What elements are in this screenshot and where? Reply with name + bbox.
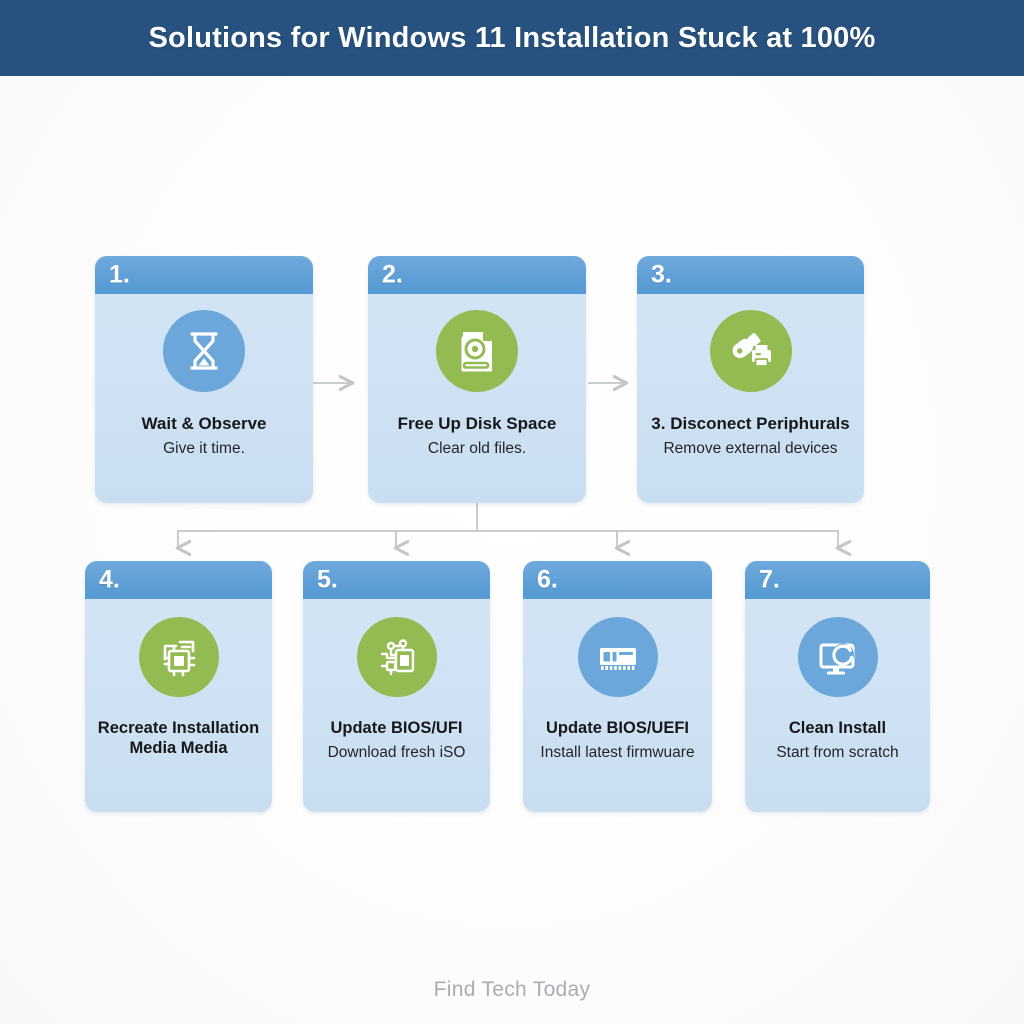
card-body: 3. Disconect Periphurals Remove external…	[637, 294, 864, 503]
monitor-refresh-icon	[797, 617, 878, 697]
card-body: Clean Install Start from scratch	[745, 599, 930, 812]
card-title: 3. Disconect Periphurals	[651, 414, 850, 433]
card-body: Recreate Installation Media Media	[85, 599, 272, 812]
card-subtitle: Remove external devices	[663, 440, 838, 458]
card-body: Update BIOS/UEFI Install latest firmwuar…	[523, 599, 712, 812]
header-bar: Solutions for Windows 11 Installation St…	[0, 0, 1024, 76]
card-subtitle: Give it time.	[163, 440, 245, 458]
card-header: 3.	[637, 256, 864, 294]
card-subtitle: Start from scratch	[776, 743, 899, 761]
step-number: 1.	[109, 260, 130, 289]
hourglass-icon	[163, 310, 245, 392]
branch-connector	[178, 502, 838, 548]
card-title: Update BIOS/UEFI	[545, 719, 689, 737]
card-header: 1.	[95, 256, 313, 294]
step-number: 4.	[99, 565, 120, 594]
card-step-7[interactable]: 7. Clean Install Start from scratch	[745, 561, 930, 812]
card-body: Wait & Observe Give it time.	[95, 294, 313, 503]
usb-printer-icon	[709, 310, 792, 392]
card-title: Recreate Installation Media Media	[97, 719, 260, 757]
circuit-board-icon	[356, 617, 437, 697]
card-title: Clean Install	[788, 719, 887, 737]
card-header: 4.	[85, 561, 272, 599]
card-header: 7.	[745, 561, 930, 599]
step-number: 2.	[382, 260, 403, 289]
card-step-4[interactable]: 4. Recreate Installation Media Media	[85, 561, 272, 812]
footer-watermark: Find Tech Today	[433, 978, 591, 1001]
step-number: 6.	[537, 565, 558, 594]
card-subtitle: Install latest firmwuare	[540, 743, 695, 761]
step-number: 5.	[317, 565, 338, 594]
card-step-1[interactable]: 1. Wait & Observe Give it time.	[95, 256, 313, 503]
memory-module-icon	[577, 617, 658, 697]
card-body: Free Up Disk Space Clear old files.	[368, 294, 586, 503]
disk-document-icon	[436, 310, 518, 392]
card-title: Wait & Observe	[141, 414, 267, 433]
chip-circuit-icon	[138, 617, 219, 697]
step-number: 3.	[651, 260, 672, 289]
card-body: Update BIOS/UFI Download fresh iSO	[303, 599, 490, 812]
card-header: 2.	[368, 256, 586, 294]
step-number: 7.	[759, 565, 780, 594]
page-title: Solutions for Windows 11 Installation St…	[148, 21, 876, 54]
card-subtitle: Download fresh iSO	[327, 743, 466, 761]
card-header: 6.	[523, 561, 712, 599]
card-step-2[interactable]: 2. Free Up Disk Space Clear old files.	[368, 256, 586, 503]
card-title: Free Up Disk Space	[397, 414, 557, 433]
card-step-3[interactable]: 3. 3. Disconect P	[637, 256, 864, 503]
card-subtitle: Clear old files.	[427, 440, 527, 458]
card-step-6[interactable]: 6.	[523, 561, 712, 812]
card-header: 5.	[303, 561, 490, 599]
card-step-5[interactable]: 5. Update BIOS/UFI Downlo	[303, 561, 490, 812]
card-title: Update BIOS/UFI	[330, 719, 463, 737]
